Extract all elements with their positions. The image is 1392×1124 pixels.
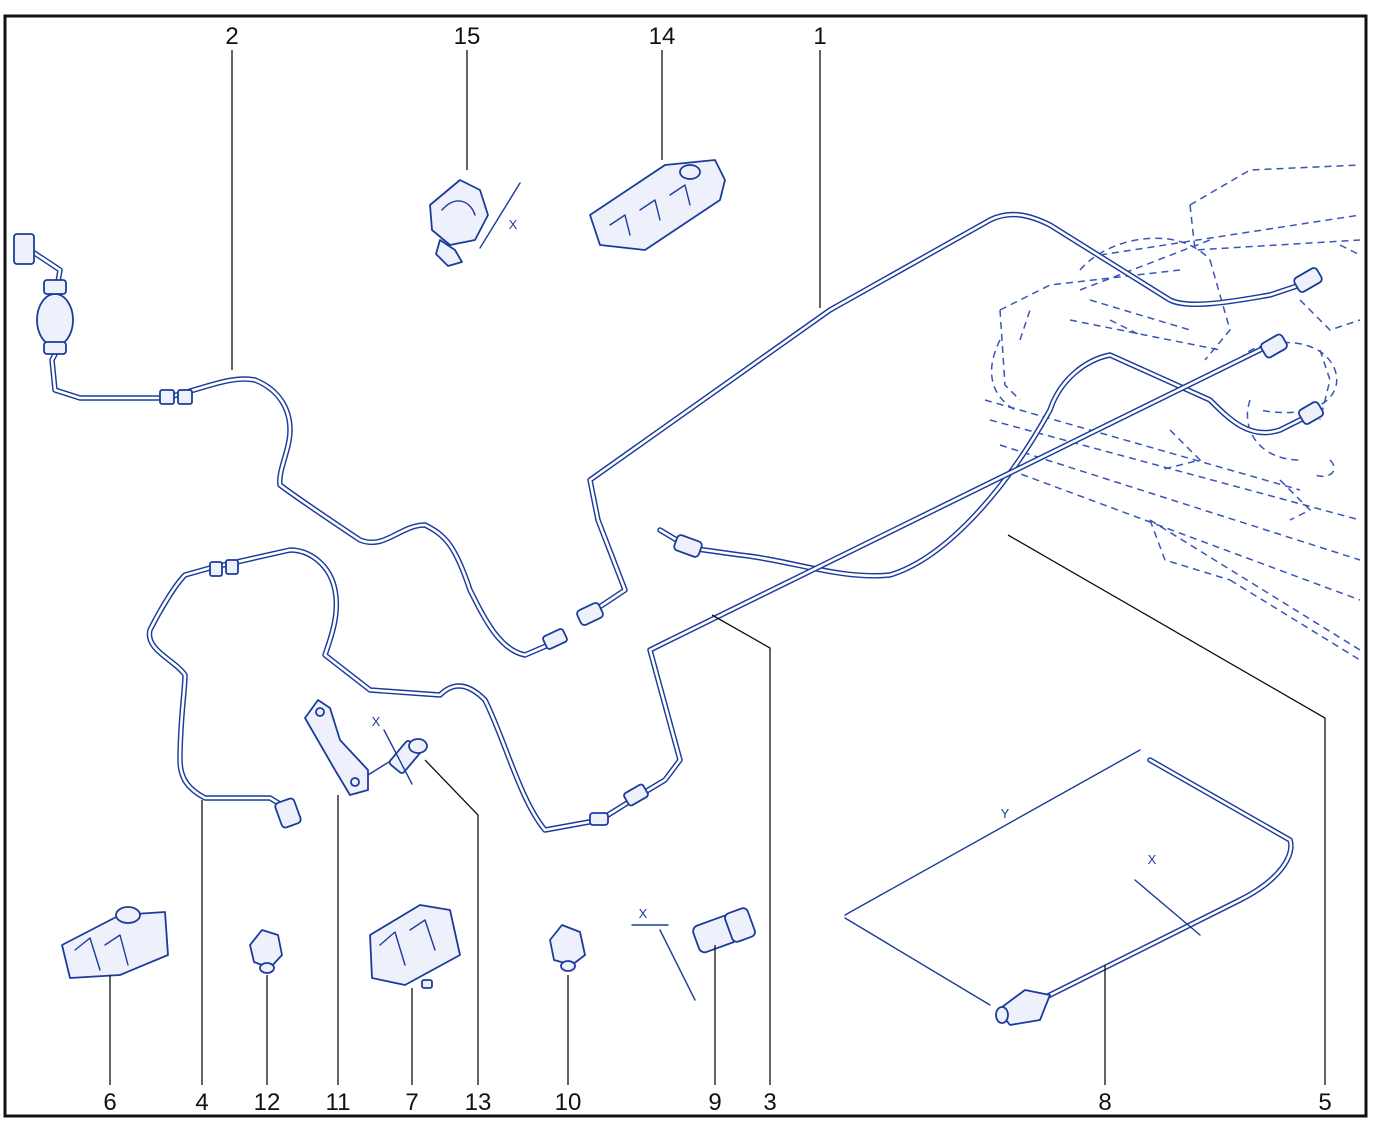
callout-numbers: 2 15 14 1 6 4 12 11 7 13 10 9 3 8 5 xyxy=(103,23,1331,1116)
callout-6: 6 xyxy=(103,1089,116,1116)
clip-7 xyxy=(369,904,461,989)
dimension-y-label: Y xyxy=(1001,806,1010,821)
clip-12 xyxy=(249,929,283,974)
callout-1: 1 xyxy=(813,23,826,50)
clip-10 xyxy=(549,924,586,972)
clip-6 xyxy=(61,906,169,979)
dimension-x-label-9: X xyxy=(639,906,648,921)
callout-12: 12 xyxy=(254,1089,281,1116)
dimension-x-label-8: X xyxy=(1148,852,1157,867)
callout-7: 7 xyxy=(405,1089,418,1116)
dimension-x-label-13: X xyxy=(372,714,381,729)
callout-3: 3 xyxy=(763,1089,776,1116)
callout-10: 10 xyxy=(555,1089,582,1116)
clip-15: X xyxy=(429,179,521,267)
callout-5: 5 xyxy=(1318,1089,1331,1116)
callout-8: 8 xyxy=(1098,1089,1111,1116)
pipe-8: Y X xyxy=(844,749,1294,1026)
union-9: X xyxy=(631,906,756,1001)
clip-14 xyxy=(589,159,726,251)
callout-11: 11 xyxy=(326,1089,351,1116)
bracket-11 xyxy=(304,699,393,796)
callout-4: 4 xyxy=(195,1089,208,1116)
dimension-x-label-15: X xyxy=(509,217,518,232)
brake-pipe-4 xyxy=(146,333,1288,833)
callout-9: 9 xyxy=(708,1089,721,1116)
bolt-13: X xyxy=(372,714,428,785)
callout-2: 2 xyxy=(225,23,238,50)
callout-13: 13 xyxy=(465,1089,492,1116)
callout-14: 14 xyxy=(649,23,676,50)
brake-pipe-1 xyxy=(576,211,1323,626)
brake-pipe-3 xyxy=(657,352,1324,579)
callout-15: 15 xyxy=(454,23,481,50)
brake-pipe-2 xyxy=(13,233,568,658)
leader-lines xyxy=(109,50,1326,1085)
